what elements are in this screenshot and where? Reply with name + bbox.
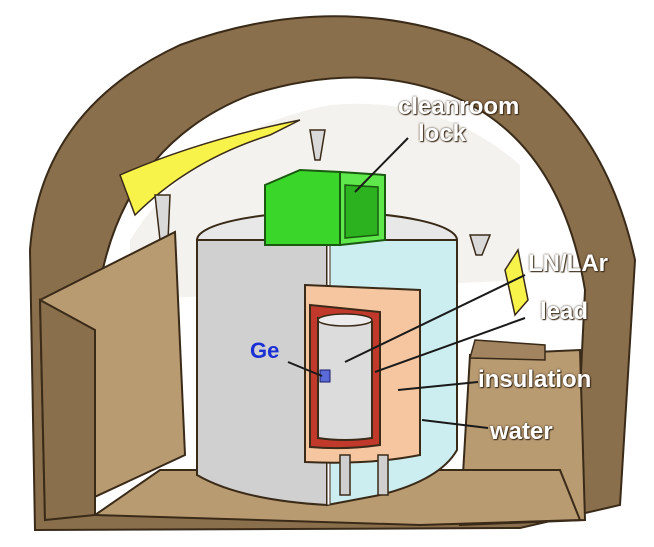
ceiling-lamp [154, 129, 492, 256]
label-insulation: insulation [478, 366, 592, 393]
label-water: water [490, 418, 553, 445]
yellow-panel-right [504, 248, 529, 317]
label-ge: Ge [250, 338, 280, 363]
cleanroom-lock [264, 168, 386, 247]
label-lead: lead [540, 298, 589, 325]
label-cleanroom: cleanroom [398, 93, 520, 120]
left-rock-block [38, 230, 187, 522]
leader-lines [287, 137, 526, 429]
tank-supports [339, 454, 389, 496]
label-lock: lock [418, 120, 467, 147]
cryostat [317, 313, 373, 441]
label-ln-lar: LN/LAr [528, 250, 608, 277]
yellow-panel-left [119, 119, 301, 217]
